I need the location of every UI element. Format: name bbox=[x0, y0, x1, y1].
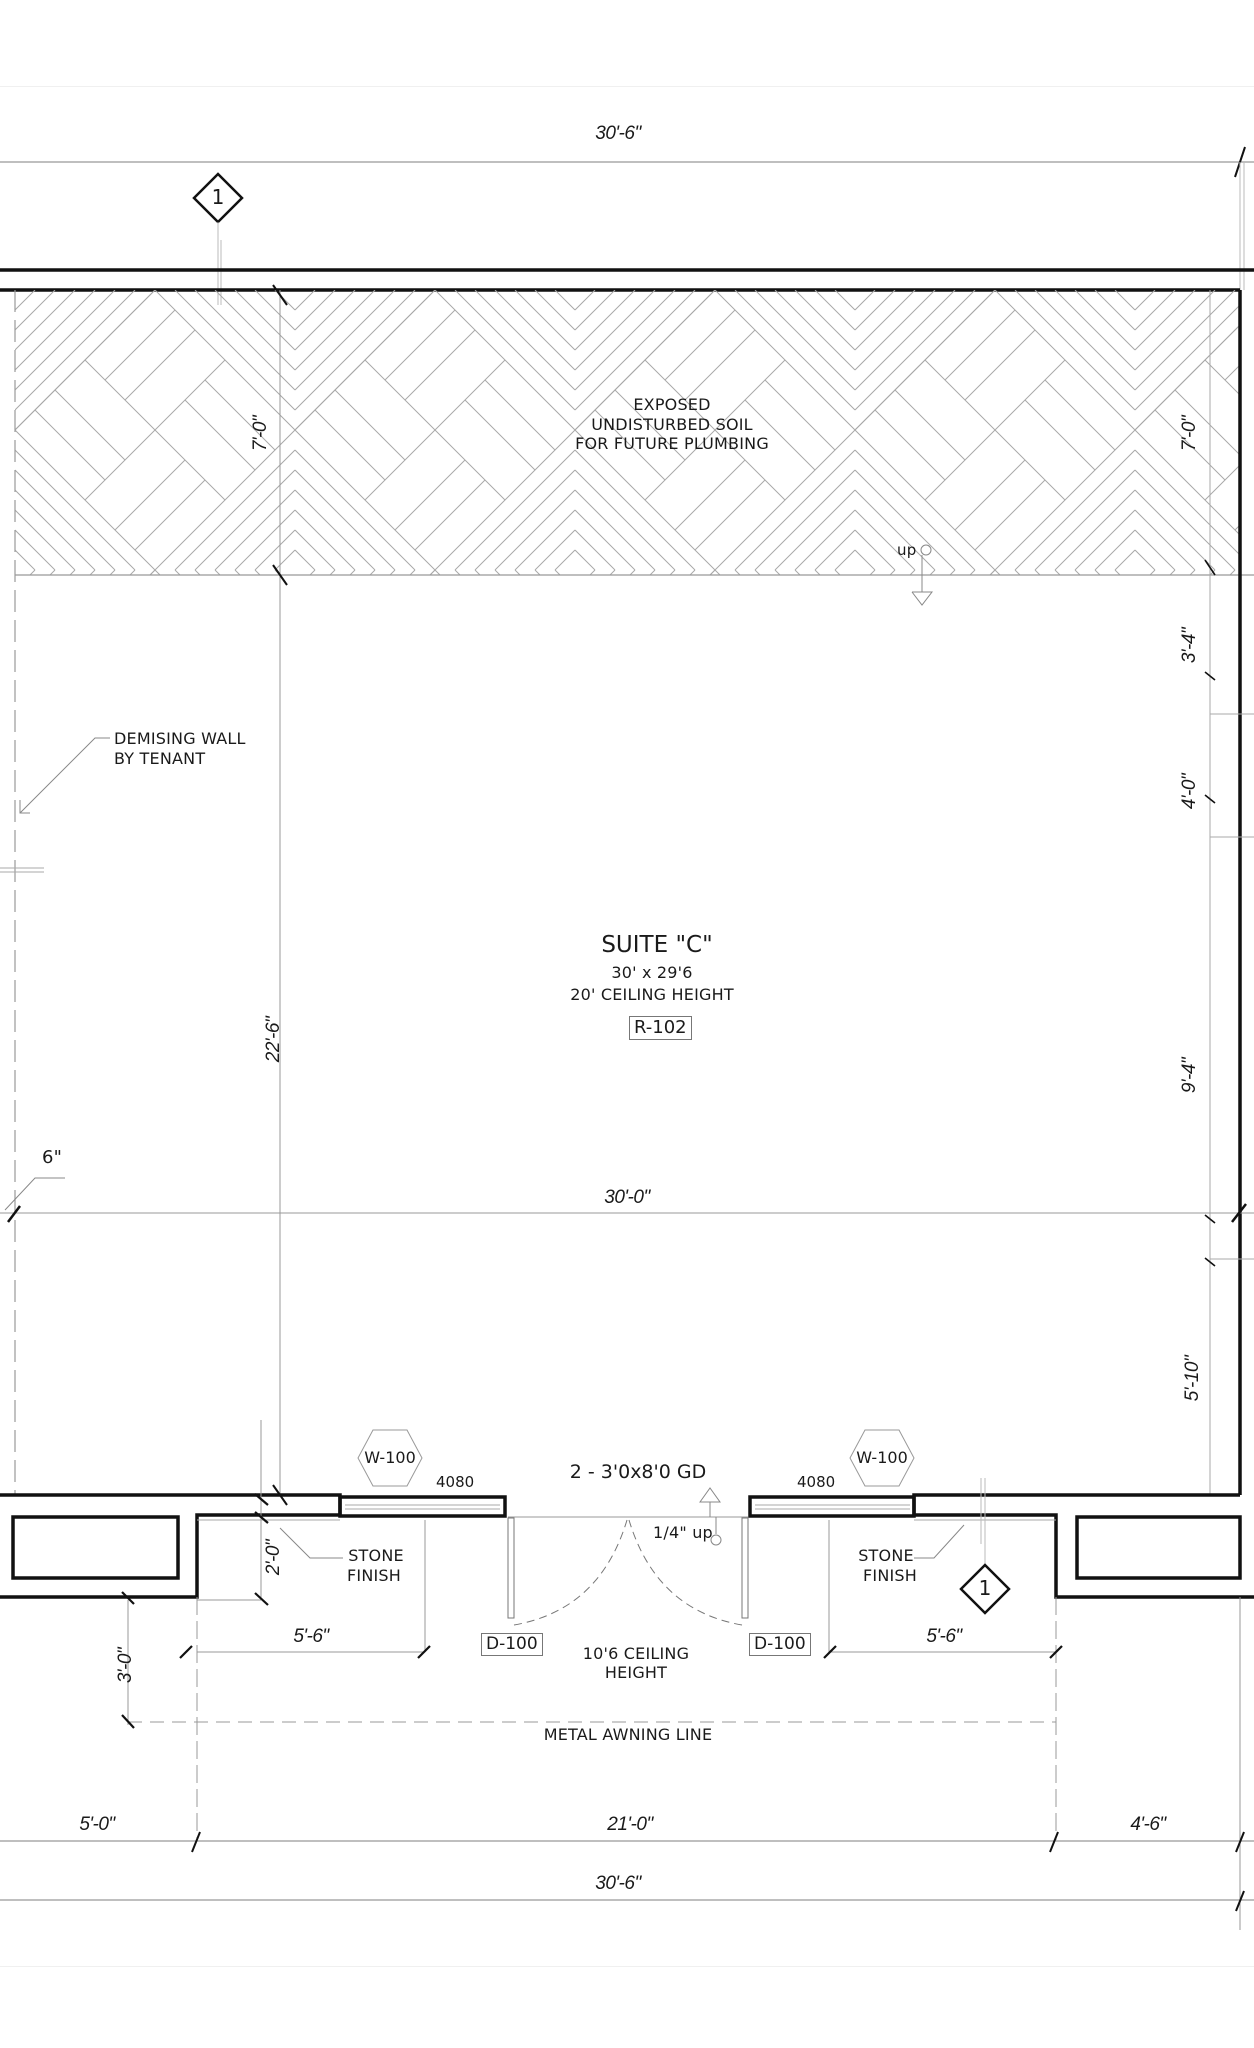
dim-top-overall-label: 30'-6" bbox=[595, 123, 641, 144]
room-name: SUITE "C" bbox=[601, 932, 713, 958]
dim-right-window: 5'-6" bbox=[926, 1626, 962, 1647]
entry-ceiling-line1: 10'6 CEILING bbox=[582, 1644, 690, 1663]
window-tag-left-hex bbox=[357, 1429, 423, 1487]
sheet-border-top bbox=[0, 86, 1254, 87]
section-marker-bottom-label: 1 bbox=[978, 1576, 992, 1600]
dims-storefront bbox=[127, 1420, 1241, 1930]
dim-left-window: 5'-6" bbox=[293, 1626, 329, 1647]
door-tag-right: D-100 bbox=[749, 1633, 811, 1656]
room-tag: R-102 bbox=[629, 1016, 692, 1040]
dim-wall-offset: 6" bbox=[42, 1147, 63, 1168]
section-marker-bottom bbox=[959, 1478, 1011, 1615]
room-ceiling: 20' CEILING HEIGHT bbox=[570, 985, 734, 1004]
window-tag-right-hex bbox=[849, 1429, 915, 1487]
sheet-border-bottom bbox=[0, 1966, 1254, 1967]
storefront-walls bbox=[0, 1493, 1254, 1599]
dim-interior-width-label: 30'-0" bbox=[604, 1187, 650, 1208]
room-size: 30' x 29'6 bbox=[611, 963, 693, 982]
demising-note-line2: BY TENANT bbox=[114, 749, 206, 768]
window-tag-left: W-100 bbox=[364, 1448, 416, 1467]
dim-bottom-seg-1: 5'-0" bbox=[79, 1814, 115, 1835]
window-tag-right: W-100 bbox=[856, 1448, 908, 1467]
dim-right-seg-1: 3'-4" bbox=[1179, 627, 1201, 664]
dim-left-soil: 7'-0" bbox=[250, 415, 272, 452]
top-wall bbox=[0, 268, 1254, 292]
stone-finish-right-line1: STONE bbox=[858, 1546, 914, 1565]
dim-right-seg-3: 9'-4" bbox=[1179, 1057, 1201, 1094]
slope-up-arrow-top bbox=[911, 544, 934, 606]
soil-hatch-zone bbox=[15, 290, 1240, 575]
soil-note-line1: EXPOSED bbox=[633, 395, 711, 414]
door-callout: 2 - 3'0x8'0 GD bbox=[569, 1461, 707, 1483]
window-size-left: 4080 bbox=[436, 1473, 475, 1491]
window-size-right: 4080 bbox=[797, 1473, 836, 1491]
up-label-top: up bbox=[897, 541, 917, 559]
door-tag-left: D-100 bbox=[481, 1633, 543, 1656]
dim-bottom-seg-3: 4'-6" bbox=[1130, 1814, 1166, 1835]
soil-note-line2: UNDISTURBED SOIL bbox=[591, 415, 753, 434]
section-marker-top bbox=[192, 172, 244, 305]
stone-finish-right-line2: FINISH bbox=[863, 1566, 917, 1585]
awning-note: METAL AWNING LINE bbox=[543, 1725, 713, 1744]
soil-note-line3: FOR FUTURE PLUMBING bbox=[575, 434, 769, 453]
dim-right-soil: 7'-0" bbox=[1179, 415, 1201, 452]
demising-note-line1: DEMISING WALL bbox=[114, 729, 246, 748]
dim-right-vertical bbox=[1204, 290, 1254, 1495]
dim-storefront-depth: 2'-0" bbox=[263, 1539, 285, 1576]
dim-bottom-seg-2: 21'-0" bbox=[607, 1814, 653, 1835]
dim-left-main: 22'-6" bbox=[263, 1016, 285, 1063]
dim-right-seg-2: 4'-0" bbox=[1179, 773, 1201, 810]
dim-awning-depth: 3'-0" bbox=[115, 1647, 137, 1684]
dims-bottom bbox=[0, 1831, 1254, 1912]
dim-bottom-overall: 30'-6" bbox=[595, 1873, 641, 1894]
double-door bbox=[507, 1517, 749, 1626]
entry-ceiling-line2: HEIGHT bbox=[604, 1663, 668, 1682]
dim-interior-width bbox=[0, 1177, 1254, 1223]
section-marker-top-label: 1 bbox=[211, 185, 225, 209]
up-label-entry: 1/4" up bbox=[653, 1523, 713, 1542]
stone-finish-left-line2: FINISH bbox=[347, 1566, 401, 1585]
slope-up-arrow-entry bbox=[699, 1487, 722, 1546]
stone-finish-left-line1: STONE bbox=[348, 1546, 404, 1565]
dim-right-seg-4: 5'-10" bbox=[1182, 1355, 1204, 1402]
